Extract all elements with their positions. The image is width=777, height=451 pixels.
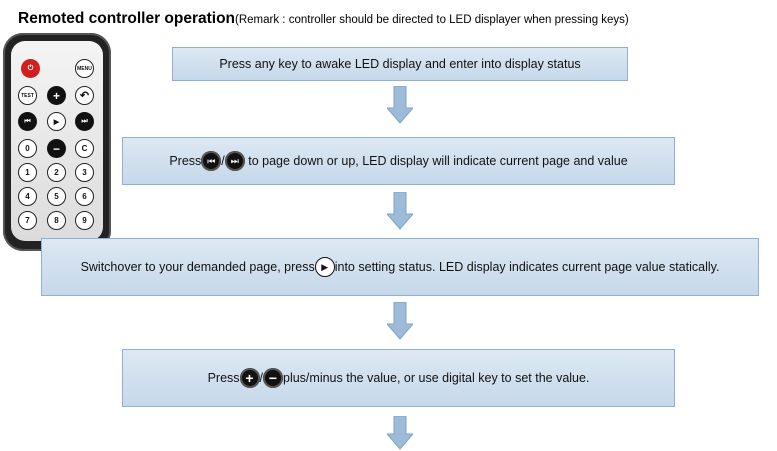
- minus-key-icon: −: [263, 368, 283, 388]
- back-button-icon: ↶: [75, 86, 94, 105]
- prev-button-icon: ⏮: [18, 112, 37, 131]
- step-4-prefix: Press: [207, 371, 240, 385]
- digit-9-icon: 9: [75, 211, 94, 230]
- zero-button-icon: 0: [18, 139, 37, 158]
- minus-button-icon: −: [47, 139, 66, 158]
- step-2-box: Press ⏮/⏭ to page down or up, LED displa…: [122, 137, 675, 185]
- play-button-icon: ▶: [47, 112, 66, 131]
- menu-button-icon: MENU: [75, 59, 94, 78]
- step-4-box: Press +/− plus/minus the value, or use d…: [122, 349, 675, 407]
- plus-button-icon: +: [47, 86, 66, 105]
- down-arrow-4: [387, 416, 413, 450]
- title-main: Remoted controller operation: [18, 10, 236, 27]
- step-3-suffix: into setting status. LED display indicat…: [334, 260, 720, 274]
- test-button-icon: TEST: [18, 86, 37, 105]
- digit-3-icon: 3: [75, 163, 94, 182]
- step-2-prefix: Press: [169, 154, 202, 168]
- step-4-slash: /: [259, 371, 263, 385]
- down-arrow-3: [387, 302, 413, 340]
- page-down-key-icon: ⏮: [201, 151, 222, 171]
- step-2-slash: /: [221, 154, 225, 168]
- down-arrow-1: [387, 86, 413, 124]
- step-2-suffix: to page down or up, LED display will ind…: [244, 154, 628, 168]
- step-1-text: Press any key to awake LED display and e…: [219, 57, 581, 71]
- power-button-icon: ⏻: [21, 59, 40, 78]
- remote-controller: ⏻ MENU TEST + ↶ ⏮ ▶ ⏭ 0 − C 1 2 3 4 5 6 …: [3, 33, 111, 251]
- remote-face: ⏻ MENU TEST + ↶ ⏮ ▶ ⏭ 0 − C 1 2 3 4 5 6 …: [11, 41, 103, 241]
- step-3-prefix: Switchover to your demanded page, press: [80, 260, 315, 274]
- step-4-suffix: plus/minus the value, or use digital key…: [283, 371, 590, 385]
- digit-6-icon: 6: [75, 187, 94, 206]
- digit-7-icon: 7: [18, 211, 37, 230]
- step-1-box: Press any key to awake LED display and e…: [172, 47, 628, 81]
- down-arrow-2: [387, 192, 413, 230]
- page-title: Remoted controller operation(Remark : co…: [18, 10, 629, 28]
- step-3-box: Switchover to your demanded page, press▶…: [41, 238, 759, 296]
- digit-1-icon: 1: [18, 163, 37, 182]
- digit-8-icon: 8: [47, 211, 66, 230]
- clear-button-icon: C: [75, 139, 94, 158]
- next-button-icon: ⏭: [75, 112, 94, 131]
- title-remark: (Remark : controller should be directed …: [235, 14, 629, 26]
- play-key-icon: ▶: [314, 257, 335, 277]
- page-up-key-icon: ⏭: [224, 151, 245, 171]
- digit-4-icon: 4: [18, 187, 37, 206]
- digit-5-icon: 5: [47, 187, 66, 206]
- plus-key-icon: +: [239, 368, 260, 388]
- digit-2-icon: 2: [47, 163, 66, 182]
